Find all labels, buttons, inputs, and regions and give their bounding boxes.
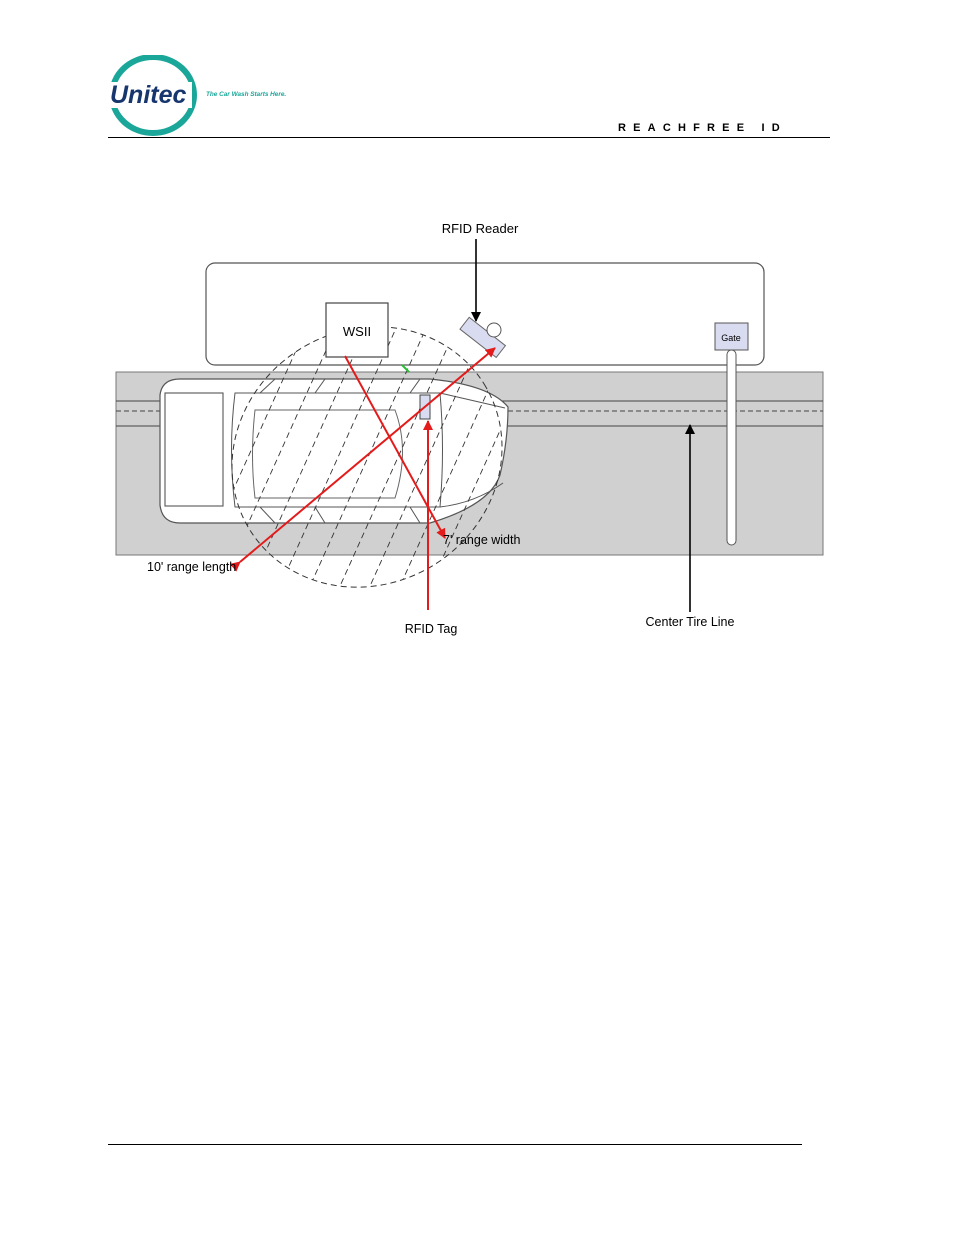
green-mark xyxy=(401,364,410,373)
rfid-reader-label: RFID Reader xyxy=(442,221,519,236)
header-rule xyxy=(108,137,830,138)
rfid-tag-label: RFID Tag xyxy=(405,622,458,636)
gate-arm xyxy=(726,349,737,546)
logo-wordmark: Unitec xyxy=(110,81,187,109)
car-roof xyxy=(252,409,403,499)
logo-tagline: The Car Wash Starts Here. xyxy=(206,91,286,98)
logo-band xyxy=(108,82,192,108)
gate-box xyxy=(714,322,749,351)
footer-rule xyxy=(108,1144,802,1145)
center-tire-line-label: Center Tire Line xyxy=(646,615,735,629)
document-title: REACHFREE ID xyxy=(618,122,787,134)
range-arrows xyxy=(229,347,496,610)
car-outline xyxy=(159,378,509,524)
rfid-range-diagram: WSII Gate RFID Reader 7' range width 10'… xyxy=(115,221,824,638)
gate-label: Gate xyxy=(721,333,741,343)
range-length-arrow xyxy=(229,347,496,572)
range-length-label: 10' range length xyxy=(147,560,236,574)
unitec-logo: Unitec The Car Wash Starts Here. xyxy=(108,55,286,136)
range-width-label: 7' range width xyxy=(443,533,520,547)
wsii-label: WSII xyxy=(343,324,371,339)
car-rear-window xyxy=(164,392,224,507)
building-outline xyxy=(205,262,765,366)
